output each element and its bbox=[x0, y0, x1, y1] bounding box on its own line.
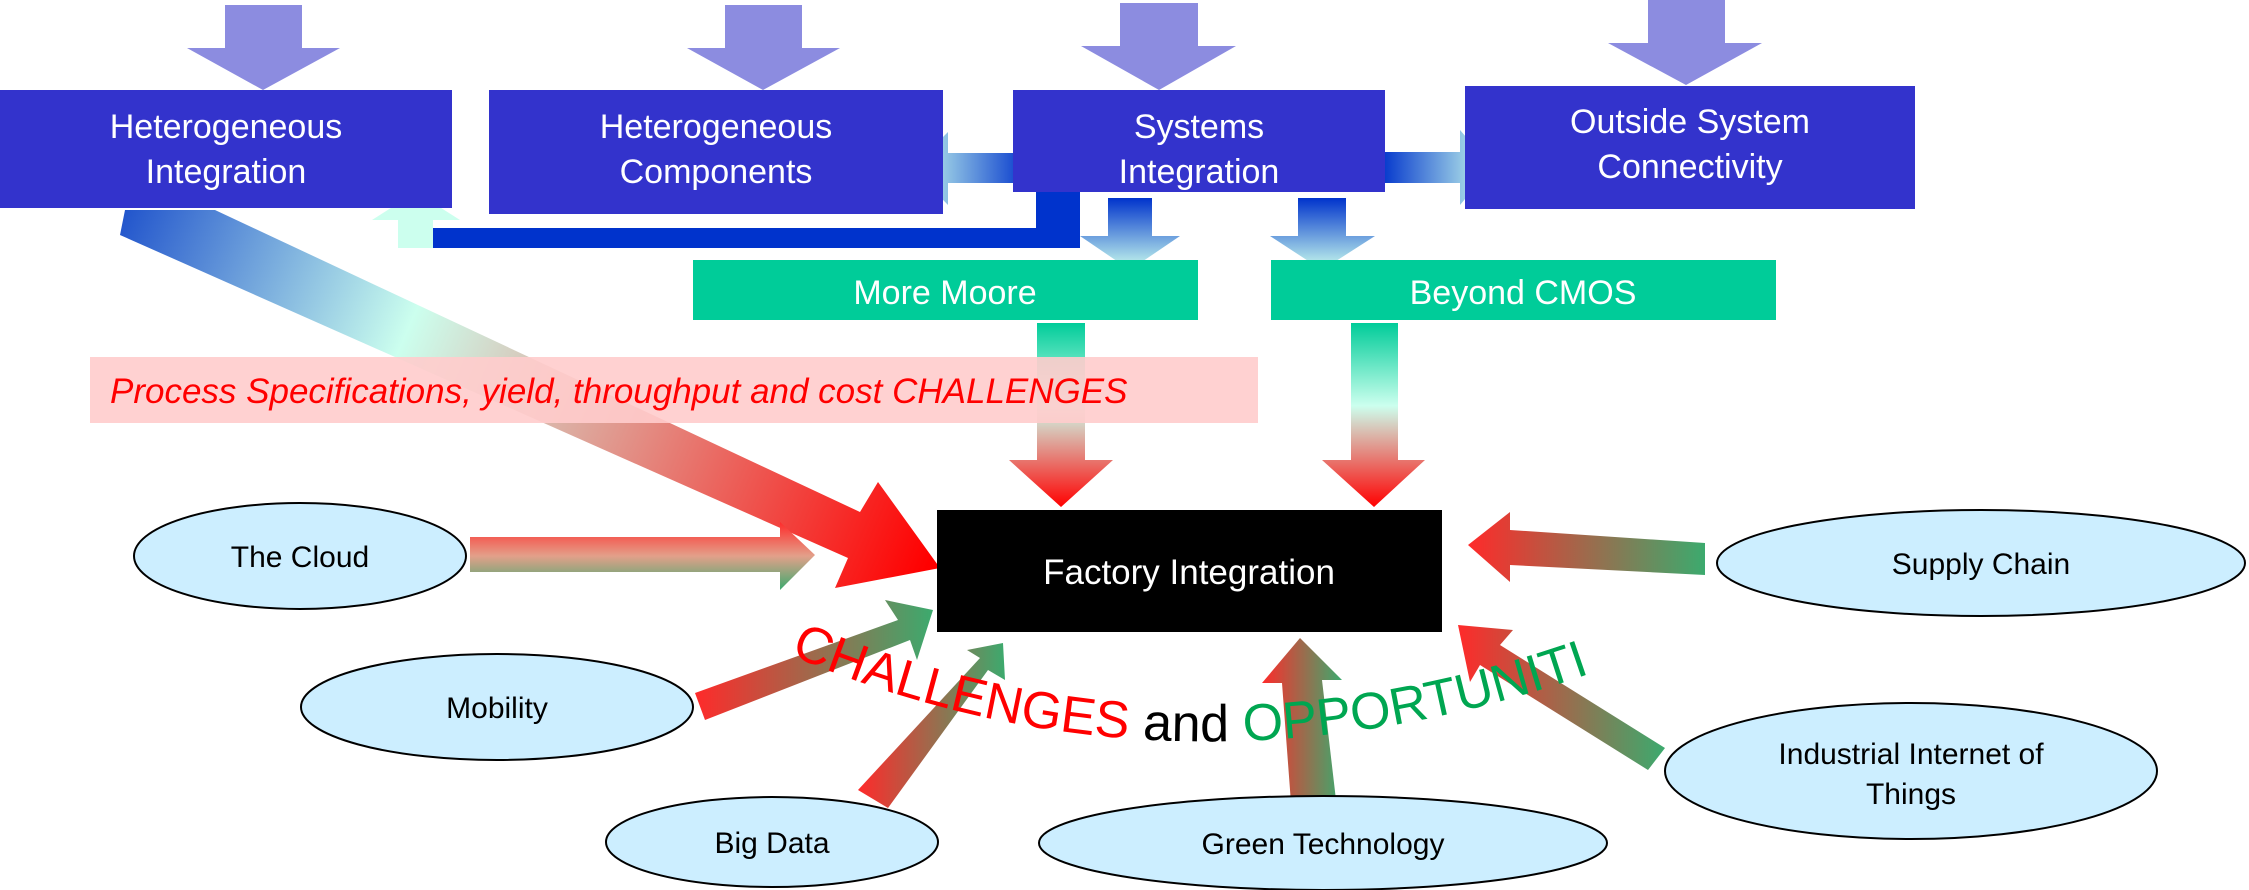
box-outside-system-connectivity: Outside System Connectivity bbox=[1465, 86, 1915, 209]
down-arrow-icon bbox=[1080, 198, 1180, 270]
banner-text: Process Specifications, yield, throughpu… bbox=[110, 372, 1127, 411]
diagonal-arrow-icon bbox=[1458, 625, 1665, 770]
box-label: More Moore bbox=[853, 274, 1036, 312]
down-arrow-icon bbox=[187, 5, 340, 90]
factory-integration-box: Factory Integration bbox=[937, 510, 1442, 632]
box-heterogeneous-integration: Heterogeneous Integration bbox=[0, 90, 452, 208]
box-systems-integration: Systems Integration bbox=[1013, 90, 1385, 192]
box-label: Connectivity bbox=[1597, 148, 1782, 186]
down-arrow-icon bbox=[687, 5, 840, 90]
oval-label: Big Data bbox=[714, 827, 829, 860]
right-arrow-icon bbox=[1380, 130, 1492, 205]
caption-spacer bbox=[1228, 695, 1244, 753]
oval-mobility: Mobility bbox=[300, 653, 694, 761]
oval-the-cloud: The Cloud bbox=[133, 502, 467, 610]
oval-supply-chain: Supply Chain bbox=[1716, 509, 2246, 617]
box-more-moore: More Moore bbox=[693, 260, 1198, 320]
diagonal-arrow-icon bbox=[858, 643, 1005, 808]
box-label: Components bbox=[620, 153, 813, 191]
oval-label: Mobility bbox=[446, 692, 548, 725]
down-arrow-icon bbox=[1322, 323, 1425, 507]
box-label: Outside System bbox=[1570, 103, 1810, 141]
down-arrow-icon bbox=[1081, 3, 1236, 90]
box-label: Integration bbox=[1119, 153, 1280, 191]
diagonal-arrow-icon bbox=[695, 600, 933, 720]
oval-label: Green Technology bbox=[1202, 828, 1445, 861]
box-label: Integration bbox=[146, 153, 307, 191]
box-label: Systems bbox=[1134, 108, 1264, 146]
down-arrow-icon bbox=[1608, 0, 1762, 85]
box-beyond-cmos: Beyond CMOS bbox=[1271, 260, 1776, 320]
oval-label: Things bbox=[1866, 778, 1956, 811]
oval-green-technology: Green Technology bbox=[1038, 795, 1608, 890]
oval-label: The Cloud bbox=[231, 541, 369, 574]
up-arrow-icon bbox=[1262, 638, 1342, 803]
down-arrow-icon bbox=[1270, 198, 1375, 270]
top-down-arrows bbox=[187, 0, 1762, 90]
oval-label: Supply Chain bbox=[1892, 548, 2070, 581]
oval-industrial-iot: Industrial Internet of Things bbox=[1664, 702, 2158, 840]
oval-label: Industrial Internet of bbox=[1778, 738, 2044, 771]
right-arrow-icon bbox=[470, 522, 815, 590]
box-label: Heterogeneous bbox=[600, 108, 833, 146]
left-arrow-icon bbox=[1468, 512, 1705, 582]
factory-label: Factory Integration bbox=[1043, 553, 1335, 592]
caption-challenges: CHALLENGES bbox=[786, 613, 1133, 751]
caption-and: and bbox=[1142, 694, 1229, 754]
box-heterogeneous-components: Heterogeneous Components bbox=[489, 90, 943, 214]
box-label: Heterogeneous bbox=[110, 108, 343, 146]
oval-big-data: Big Data bbox=[605, 796, 939, 888]
challenges-banner: Process Specifications, yield, throughpu… bbox=[90, 357, 1258, 423]
box-label: Beyond CMOS bbox=[1410, 274, 1637, 312]
